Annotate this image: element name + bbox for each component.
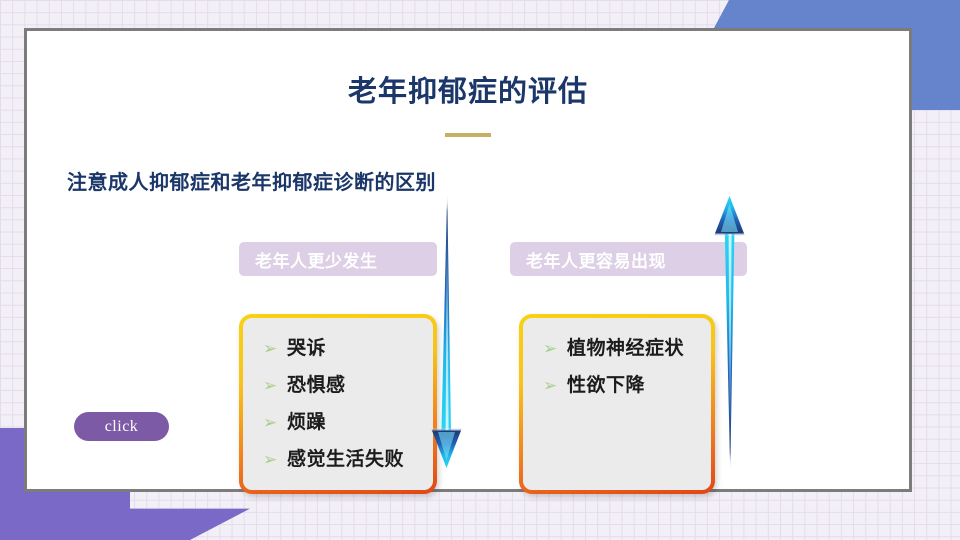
symptom-box-left: ➢ 哭诉 ➢ 恐惧感 ➢ 烦躁 ➢ 感觉生活失败 bbox=[239, 314, 437, 494]
list-item: ➢ 烦躁 bbox=[263, 408, 421, 438]
list-item: ➢ 植物神经症状 bbox=[543, 334, 699, 364]
chevron-bullet-icon: ➢ bbox=[543, 376, 558, 395]
list-item-label: 植物神经症状 bbox=[567, 338, 685, 359]
column-header-left: 老年人更少发生 bbox=[239, 242, 437, 276]
list-item-label: 烦躁 bbox=[287, 412, 327, 433]
column-header-left-label: 老年人更少发生 bbox=[255, 251, 378, 271]
chevron-bullet-icon: ➢ bbox=[543, 339, 558, 358]
list-item-label: 哭诉 bbox=[287, 338, 327, 359]
list-item: ➢ 恐惧感 bbox=[263, 371, 421, 401]
arrow-up-icon bbox=[714, 196, 745, 472]
page-title: 老年抑郁症的评估 bbox=[347, 76, 588, 108]
list-item-label: 恐惧感 bbox=[287, 375, 346, 396]
decoration-blue-bar bbox=[714, 0, 864, 28]
column-header-right-label: 老年人更容易出现 bbox=[526, 251, 666, 271]
title-accent-rule bbox=[445, 133, 491, 137]
list-item-label: 感觉生活失败 bbox=[287, 449, 405, 470]
symptom-box-right: ➢ 植物神经症状 ➢ 性欲下降 bbox=[519, 314, 715, 494]
click-button[interactable]: click bbox=[74, 412, 169, 441]
arrow-down-icon bbox=[431, 192, 462, 468]
chevron-bullet-icon: ➢ bbox=[263, 376, 278, 395]
list-item-label: 性欲下降 bbox=[567, 375, 646, 396]
column-header-right: 老年人更容易出现 bbox=[510, 242, 747, 276]
list-item: ➢ 感觉生活失败 bbox=[263, 445, 421, 475]
content-card: 老年抑郁症的评估 注意成人抑郁症和老年抑郁症诊断的区别 老年人更少发生 老年人更… bbox=[24, 28, 912, 492]
chevron-bullet-icon: ➢ bbox=[263, 339, 278, 358]
chevron-bullet-icon: ➢ bbox=[263, 413, 278, 432]
list-item: ➢ 哭诉 bbox=[263, 334, 421, 364]
list-item: ➢ 性欲下降 bbox=[543, 371, 699, 401]
subtitle: 注意成人抑郁症和老年抑郁症诊断的区别 bbox=[67, 172, 436, 194]
chevron-bullet-icon: ➢ bbox=[263, 450, 278, 469]
